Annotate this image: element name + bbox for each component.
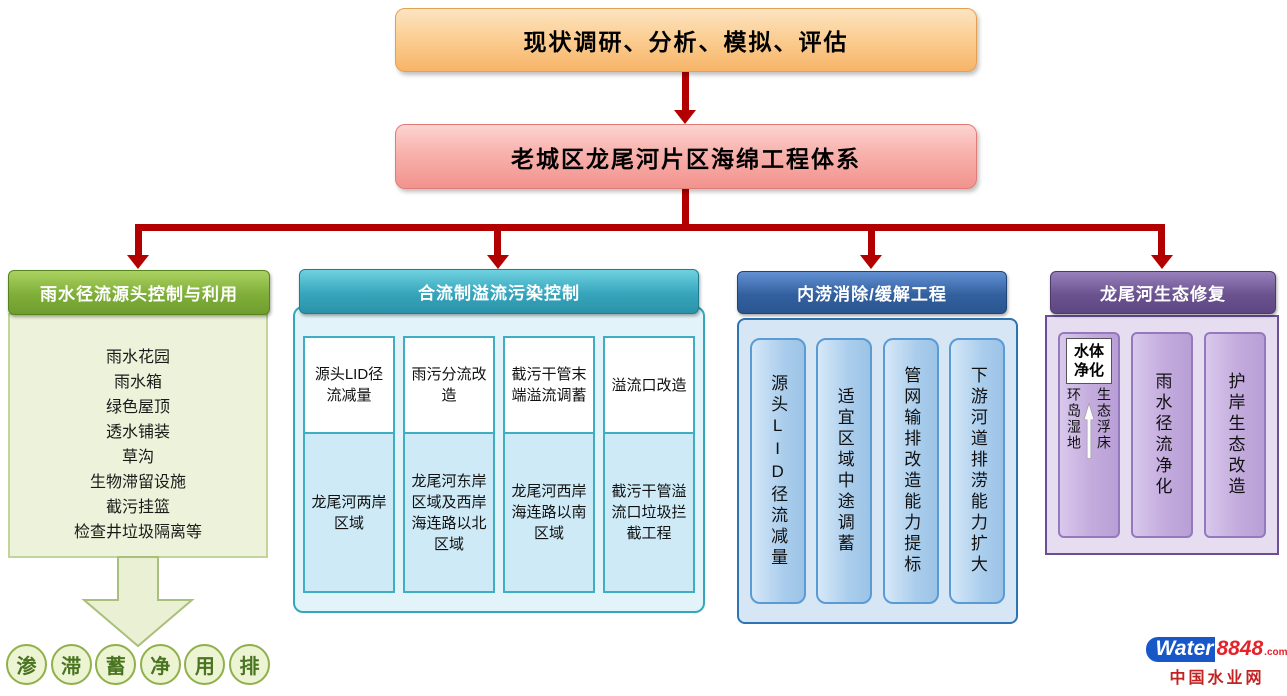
cso-control-panel: 源头LID径流减量 龙尾河两岸区域 雨污分流改造 龙尾河东岸区域及西岸海连路以北… bbox=[293, 306, 705, 613]
six-measures-row: 渗 滞 蓄 净 用 排 bbox=[6, 644, 270, 685]
runoff-purification-box: 雨水径流净化 bbox=[1131, 332, 1193, 538]
waterlogging-panel: 源头LID径流减量 适宜区域中途调蓄 管网输排改造能力提标 下游河道排涝能力扩大 bbox=[737, 318, 1018, 624]
list-item: 检查井垃圾隔离等 bbox=[73, 524, 202, 541]
list-item: 生物滞留设施 bbox=[89, 474, 186, 491]
header-label: 合流制溢流污染控制 bbox=[418, 284, 580, 303]
cso-subcolumn: 雨污分流改造 龙尾河东岸区域及西岸海连路以北区域 bbox=[403, 336, 495, 593]
measure-circle: 净 bbox=[139, 644, 181, 685]
branch-stem-1 bbox=[135, 224, 142, 256]
list-item: 截污挂篮 bbox=[105, 499, 170, 516]
branch-stem-4 bbox=[1158, 224, 1165, 256]
measure-circle: 蓄 bbox=[95, 644, 137, 685]
vertical-measure-box: 适宜区域中途调蓄 bbox=[816, 338, 873, 604]
water-purification-label: 水体净化 bbox=[1066, 338, 1112, 384]
logo-number-text: 8848 bbox=[1215, 637, 1265, 662]
logo-subtitle: 中国水业网 bbox=[1169, 670, 1265, 687]
branch-stem-2 bbox=[494, 224, 501, 256]
vertical-measure-box: 下游河道排涝能力扩大 bbox=[949, 338, 1006, 604]
up-arrow-icon bbox=[1084, 402, 1094, 459]
branch-arrowhead-1 bbox=[127, 255, 149, 269]
header-label: 雨水径流源头控制与利用 bbox=[40, 285, 238, 304]
eco-restoration-panel: 水体净化 环岛湿地 生态浮床 雨水径流净化 护岸生态改造 bbox=[1045, 315, 1279, 555]
list-item: 雨水花园 bbox=[105, 349, 170, 366]
cso-subcolumn: 溢流口改造 截污干管溢流口垃圾拦截工程 bbox=[603, 336, 695, 593]
island-wetland-label: 环岛湿地 bbox=[1066, 387, 1082, 451]
branch-arrowhead-4 bbox=[1151, 255, 1173, 269]
branch-arrowhead-2 bbox=[487, 255, 509, 269]
floating-bed-label: 生态浮床 bbox=[1096, 387, 1112, 451]
measure-box: 源头LID径流减量 bbox=[303, 336, 395, 434]
header-label: 龙尾河生态修复 bbox=[1100, 285, 1226, 304]
bank-eco-label: 护岸生态改造 bbox=[1225, 372, 1245, 498]
measure-circle: 渗 bbox=[6, 644, 47, 685]
vertical-measure-label: 下游河道排涝能力扩大 bbox=[967, 366, 987, 576]
list-item: 绿色屋顶 bbox=[105, 399, 170, 416]
header-waterlogging: 内涝消除/缓解工程 bbox=[737, 271, 1007, 314]
connector-bar bbox=[135, 224, 1165, 231]
measure-box: 溢流口改造 bbox=[603, 336, 695, 434]
area-box: 截污干管溢流口垃圾拦截工程 bbox=[603, 432, 695, 593]
cso-subcolumn: 截污干管末端溢流调蓄 龙尾河西岸海连路以南区域 bbox=[503, 336, 595, 593]
header-eco-restoration: 龙尾河生态修复 bbox=[1050, 271, 1276, 314]
cso-subcolumn: 源头LID径流减量 龙尾河两岸区域 bbox=[303, 336, 395, 593]
arrowhead-research-to-system bbox=[674, 110, 696, 124]
research-box-label: 现状调研、分析、模拟、评估 bbox=[523, 29, 849, 55]
logo-brand-text: Water bbox=[1146, 637, 1216, 662]
system-box: 老城区龙尾河片区海绵工程体系 bbox=[395, 124, 977, 189]
vertical-measure-box: 源头LID径流减量 bbox=[749, 338, 806, 604]
area-box: 龙尾河东岸区域及西岸海连路以北区域 bbox=[403, 432, 495, 593]
list-item: 透水铺装 bbox=[105, 424, 170, 441]
research-box: 现状调研、分析、模拟、评估 bbox=[395, 8, 977, 72]
eco-measures: 环岛湿地 生态浮床 bbox=[1063, 387, 1115, 533]
bank-eco-box: 护岸生态改造 bbox=[1204, 332, 1266, 538]
source-control-panel: 雨水花园 雨水箱 绿色屋顶 透水铺装 草沟 生物滞留设施 截污挂篮 检查井垃圾隔… bbox=[8, 313, 268, 558]
vertical-measure-label: 管网输排改造能力提标 bbox=[901, 366, 921, 576]
header-cso-control: 合流制溢流污染控制 bbox=[299, 269, 699, 314]
list-item: 雨水箱 bbox=[113, 374, 162, 391]
big-down-arrow bbox=[81, 556, 195, 648]
measure-box: 截污干管末端溢流调蓄 bbox=[503, 336, 595, 434]
header-source-control: 雨水径流源头控制与利用 bbox=[8, 270, 270, 315]
measure-box: 雨污分流改造 bbox=[403, 336, 495, 434]
measure-circle: 排 bbox=[228, 644, 270, 685]
vertical-measure-label: 源头LID径流减量 bbox=[768, 373, 788, 569]
area-box: 龙尾河西岸海连路以南区域 bbox=[503, 432, 595, 593]
header-label: 内涝消除/缓解工程 bbox=[797, 285, 947, 304]
measure-circle: 用 bbox=[184, 644, 226, 685]
branch-stem-3 bbox=[868, 224, 875, 256]
vertical-measure-box: 管网输排改造能力提标 bbox=[882, 338, 939, 604]
water-purification-box: 水体净化 环岛湿地 生态浮床 bbox=[1058, 332, 1120, 538]
list-item: 草沟 bbox=[121, 449, 154, 466]
vertical-measure-label: 适宜区域中途调蓄 bbox=[834, 387, 854, 555]
area-box: 龙尾河两岸区域 bbox=[303, 432, 395, 593]
arrow-system-stem bbox=[682, 187, 689, 228]
logo-tld-text: .com bbox=[1264, 647, 1287, 658]
system-box-label: 老城区龙尾河片区海绵工程体系 bbox=[511, 145, 861, 172]
branch-arrowhead-3 bbox=[860, 255, 882, 269]
runoff-purification-label: 雨水径流净化 bbox=[1152, 372, 1172, 498]
arrow-research-to-system bbox=[682, 70, 689, 111]
measure-circle: 滞 bbox=[50, 644, 92, 685]
